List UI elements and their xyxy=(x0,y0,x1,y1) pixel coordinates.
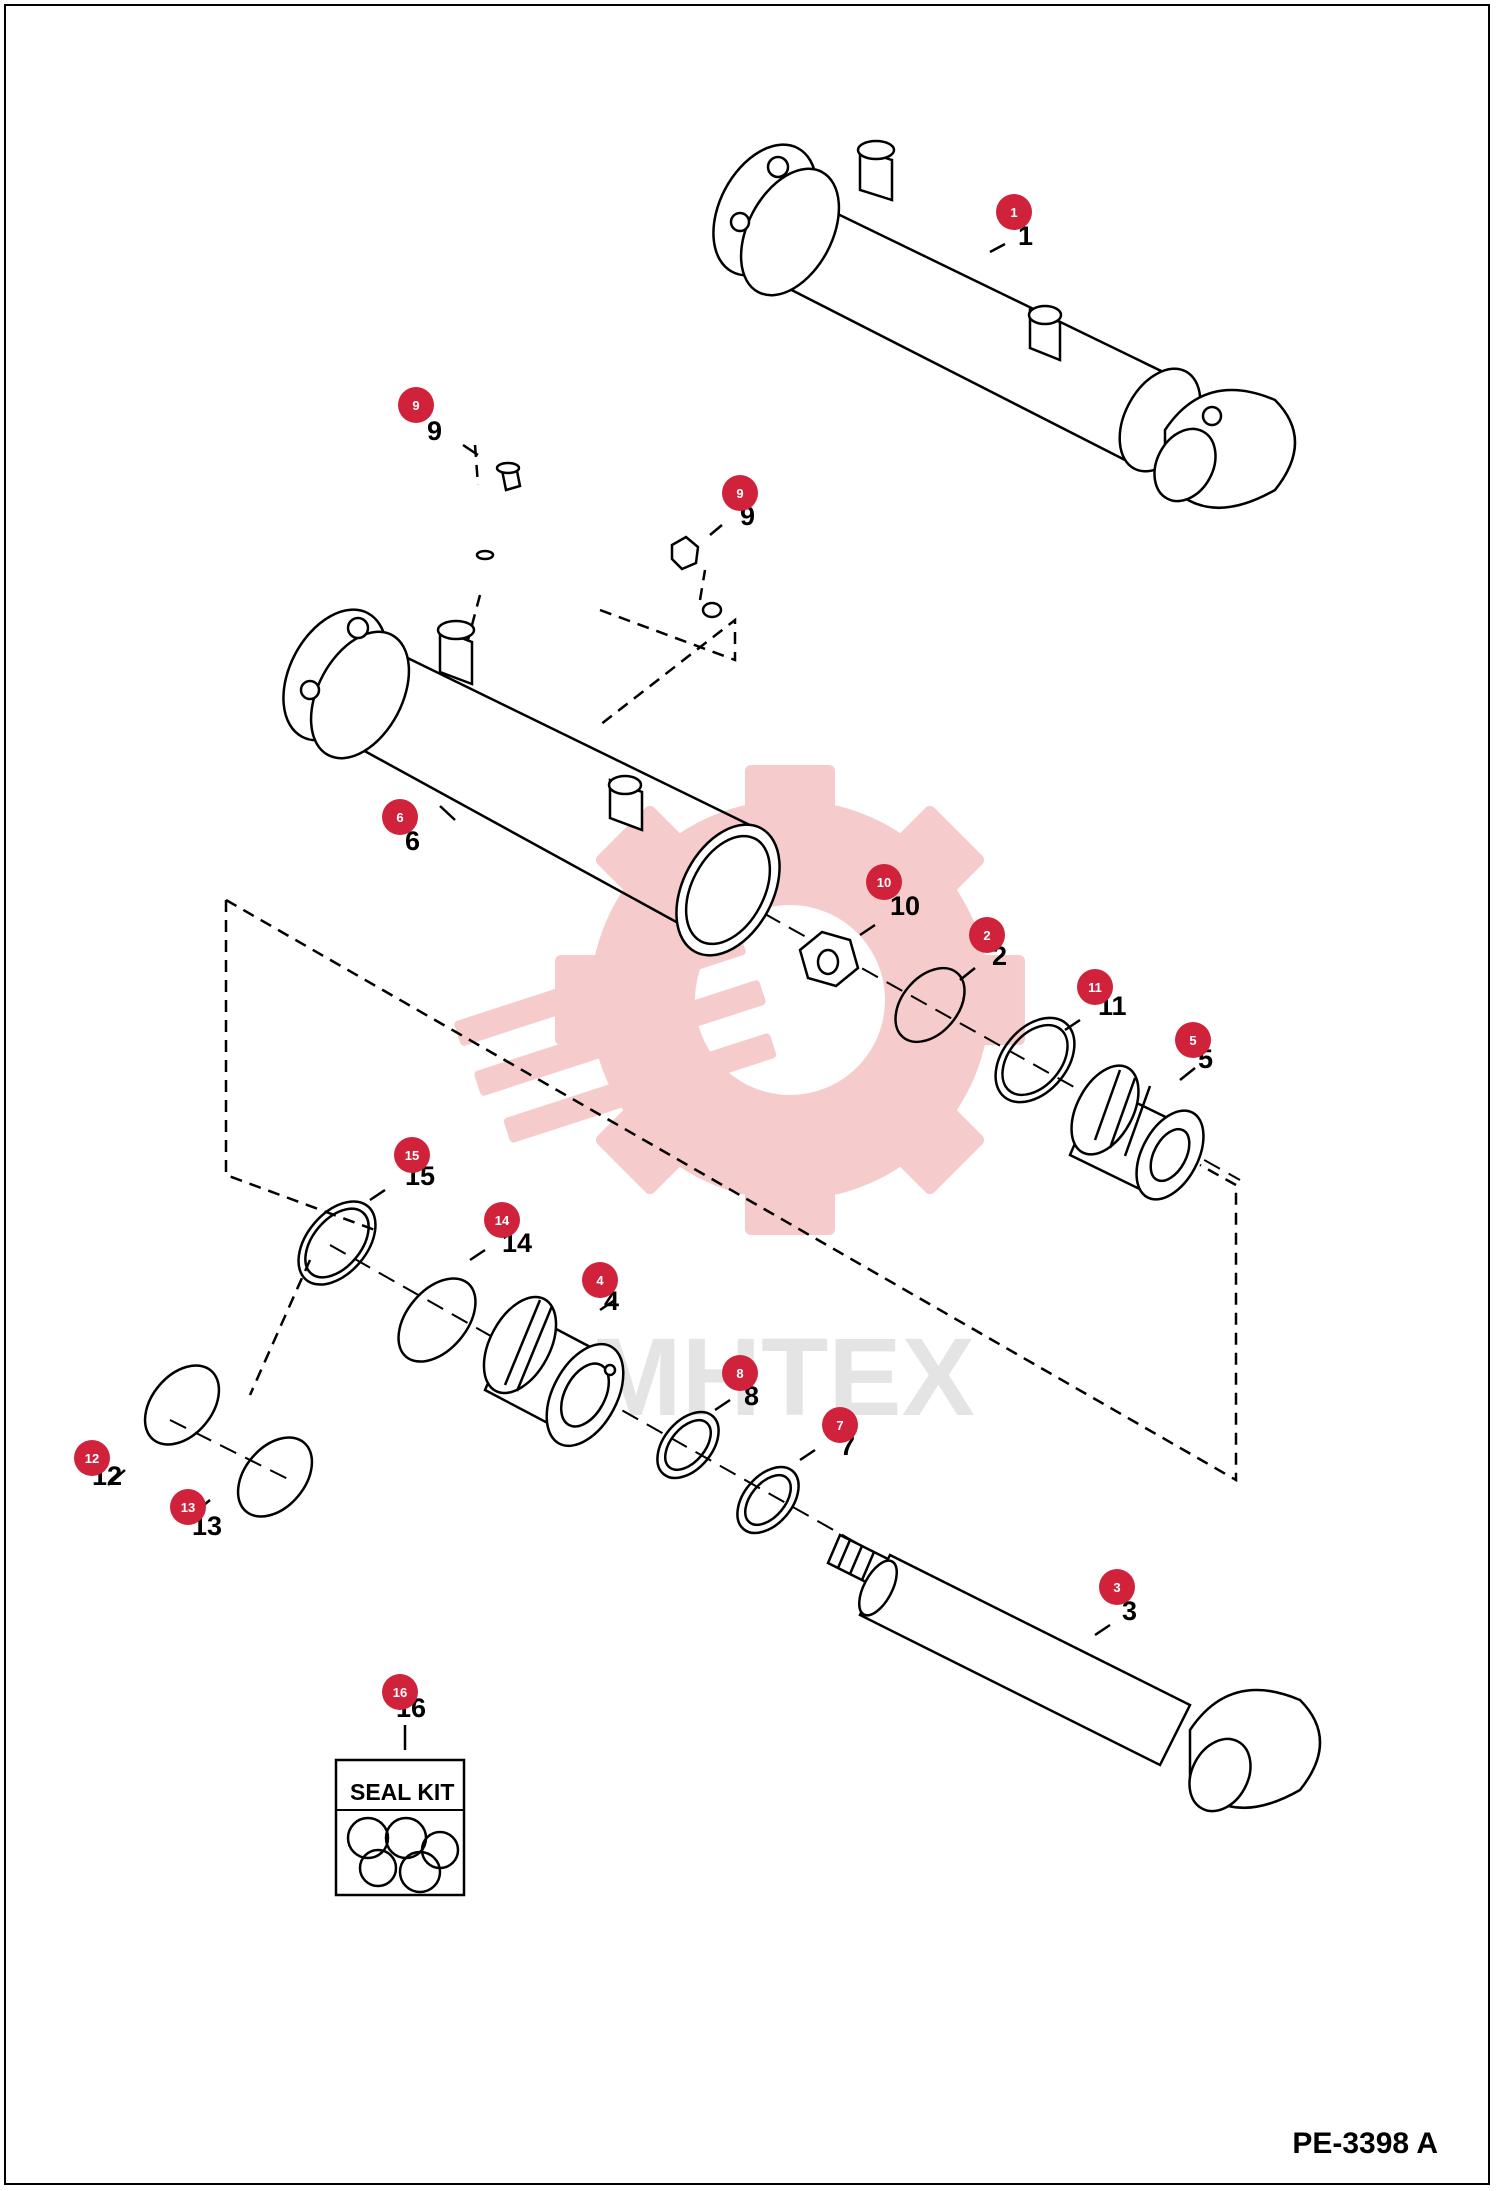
callout-label-8: 8 xyxy=(736,1366,743,1381)
callout-label-12: 12 xyxy=(85,1451,99,1466)
callout-label-2: 2 xyxy=(983,928,990,943)
callout-label-15: 15 xyxy=(405,1148,419,1163)
callout-label-3: 3 xyxy=(1113,1580,1120,1595)
callout-badge-8[interactable] xyxy=(722,1355,758,1391)
callout-badge-7[interactable] xyxy=(822,1407,858,1443)
callout-badge-16[interactable] xyxy=(382,1674,418,1710)
callout-label-7: 7 xyxy=(836,1418,843,1433)
part-3-rod xyxy=(826,1533,1322,1813)
part-1-cylinder-assembly xyxy=(712,139,1297,509)
callout-badge-1[interactable] xyxy=(996,194,1032,230)
callout-badge-6[interactable] xyxy=(382,799,418,835)
part-number-3: 3 xyxy=(1122,1596,1137,1626)
part-6-barrel xyxy=(282,608,781,957)
callout-badge-10[interactable] xyxy=(866,864,902,900)
part-10-nut xyxy=(798,930,860,988)
callout-badge-13[interactable] xyxy=(170,1489,206,1525)
o-ring-icon xyxy=(346,1816,460,1894)
callout-label-10: 10 xyxy=(877,875,891,890)
callout-badge-12[interactable] xyxy=(74,1440,110,1476)
seal-rings xyxy=(143,966,1076,1535)
callout-badge-2[interactable] xyxy=(969,917,1005,953)
callout-badge-15[interactable] xyxy=(394,1137,430,1173)
callout-badge-9a[interactable] xyxy=(398,387,434,423)
callout-label-9a: 9 xyxy=(412,398,419,413)
callout-label-11: 11 xyxy=(1088,980,1102,995)
callout-badge-3[interactable] xyxy=(1099,1569,1135,1605)
callout-badge-4[interactable] xyxy=(582,1262,618,1298)
part-5-piston xyxy=(1068,1064,1205,1201)
part-9-fittings xyxy=(475,461,723,619)
drawing-frame xyxy=(4,4,1490,2185)
callout-label-4: 4 xyxy=(596,1273,604,1288)
callout-label-1: 1 xyxy=(1010,205,1017,220)
part-callouts: 1122334455667788999910101111121213131414… xyxy=(74,194,1213,1723)
callout-badge-5[interactable] xyxy=(1175,1022,1211,1058)
callout-badge-14[interactable] xyxy=(484,1202,520,1238)
callout-badge-9b[interactable] xyxy=(722,475,758,511)
part-number-1: 1 xyxy=(1018,221,1033,251)
callout-label-16: 16 xyxy=(393,1685,407,1700)
watermark-gear-icon xyxy=(454,765,1025,1235)
callout-label-13: 13 xyxy=(181,1500,195,1515)
part-number-9a: 9 xyxy=(427,416,442,446)
callout-badge-11[interactable] xyxy=(1077,969,1113,1005)
callout-label-5: 5 xyxy=(1189,1033,1196,1048)
part-4-gland xyxy=(482,1295,625,1448)
callout-label-9b: 9 xyxy=(736,486,743,501)
part-number-6: 6 xyxy=(405,826,420,856)
part-16-seal-kit: SEAL KIT xyxy=(334,1725,466,1897)
callout-label-14: 14 xyxy=(495,1213,510,1228)
assembly-lines xyxy=(224,444,1238,1483)
seal-kit-label: SEAL KIT xyxy=(350,1779,454,1805)
watermark-text: MHTEX xyxy=(590,1316,975,1439)
drawing-id: PE-3398 A xyxy=(1292,2127,1438,2160)
callout-label-6: 6 xyxy=(396,810,403,825)
